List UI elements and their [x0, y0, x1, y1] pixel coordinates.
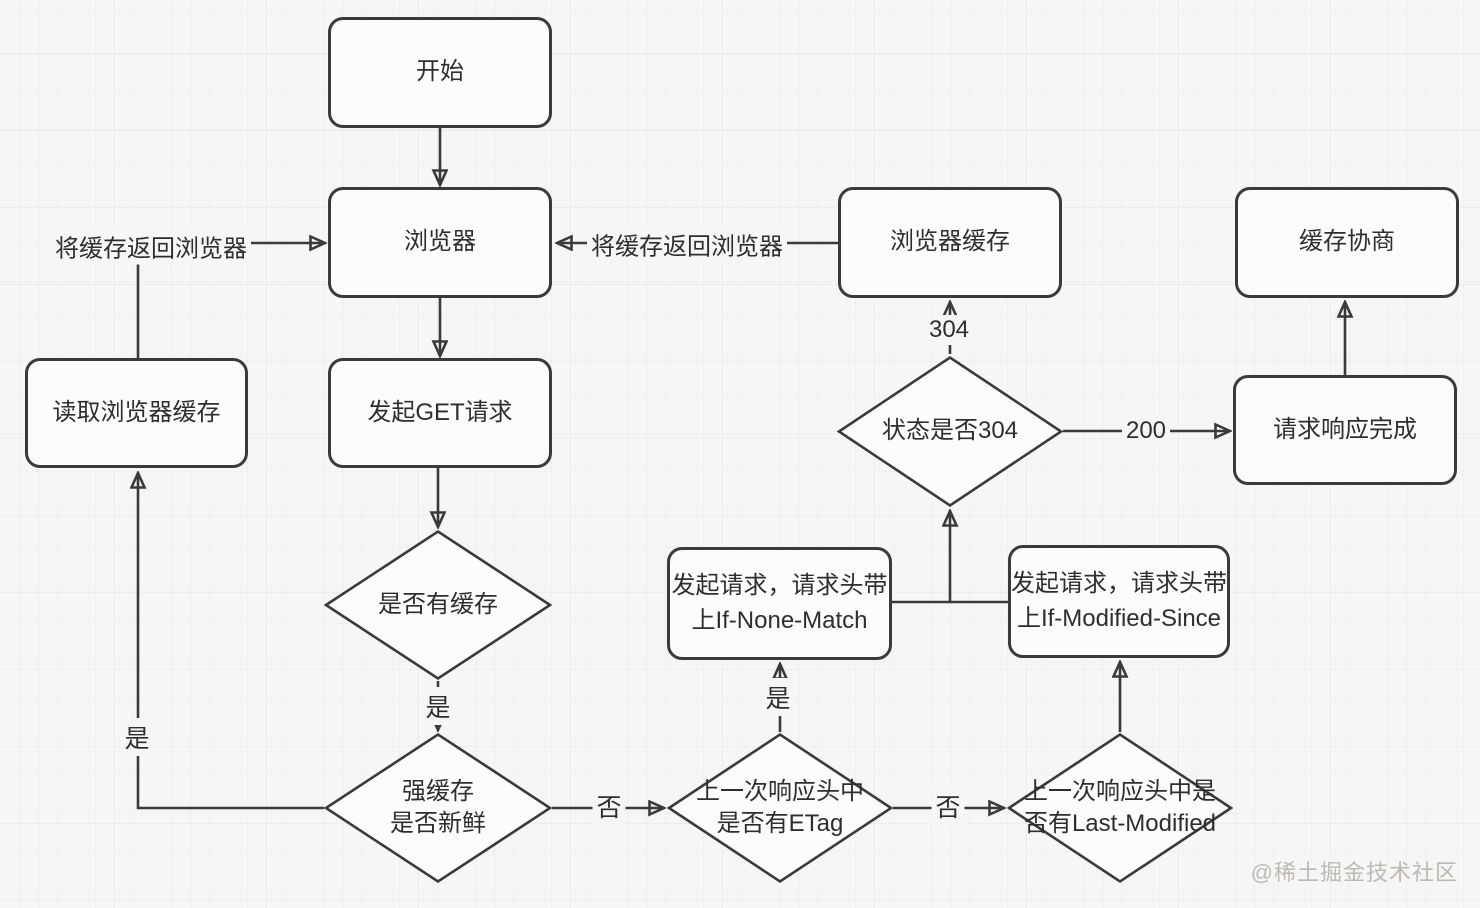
decision-strong-cache-fresh-label: 强缓存 是否新鲜	[390, 777, 486, 837]
node-browser-cache: 浏览器缓存	[838, 187, 1062, 298]
node-request-if-modified-since: 发起请求，请求头带 上If-Modified-Since	[1008, 545, 1230, 658]
diamond-shape	[667, 732, 893, 884]
edge-label-no-has-etag: 否	[931, 787, 965, 825]
node-get-request: 发起GET请求	[328, 358, 552, 468]
decision-has-cache-label: 是否有缓存	[378, 590, 498, 618]
edge-label-return-cache-left: 将缓存返回浏览器	[51, 227, 251, 265]
edge-label-no-strong-fresh: 否	[592, 787, 626, 825]
edge-label-200: 200	[1121, 416, 1171, 446]
decision-status-is-304-label: 状态是否304	[881, 417, 1019, 445]
diamond-shape	[324, 732, 552, 884]
decision-status-is-304: 状态是否304	[837, 355, 1063, 508]
decision-has-last-modified-label: 上一次响应头中是 否有Last-Modified	[1023, 777, 1217, 837]
node-start: 开始	[328, 17, 552, 128]
node-cache-negotiation: 缓存协商	[1235, 187, 1459, 298]
decision-has-etag: 上一次响应头中 是否有ETag	[667, 732, 893, 884]
edge-label-304: 304	[924, 315, 974, 345]
node-request-if-none-match: 发起请求，请求头带 上If-None-Match	[667, 547, 892, 660]
edge-label-return-cache-right: 将缓存返回浏览器	[587, 225, 787, 263]
diamond-shape	[1007, 732, 1233, 884]
decision-has-cache: 是否有缓存	[324, 529, 552, 681]
arrow-strong-fresh-yes-to-read-cache	[138, 474, 324, 810]
edge-label-yes-has-etag: 是	[761, 678, 795, 716]
decision-has-last-modified: 上一次响应头中是 否有Last-Modified	[1007, 732, 1233, 884]
decision-has-etag-label: 上一次响应头中 是否有ETag	[696, 777, 864, 837]
node-response-complete: 请求响应完成	[1233, 375, 1457, 485]
edge-label-yes-has-cache: 是	[421, 687, 455, 725]
node-browser: 浏览器	[328, 187, 552, 298]
diamond-shape	[837, 355, 1063, 508]
edge-label-yes-left-branch: 是	[120, 718, 154, 756]
decision-strong-cache-fresh: 强缓存 是否新鲜	[324, 732, 552, 884]
node-read-browser-cache: 读取浏览器缓存	[25, 358, 248, 468]
diamond-shape	[324, 529, 552, 681]
juejin-watermark: @稀土掘金技术社区	[1250, 860, 1458, 885]
